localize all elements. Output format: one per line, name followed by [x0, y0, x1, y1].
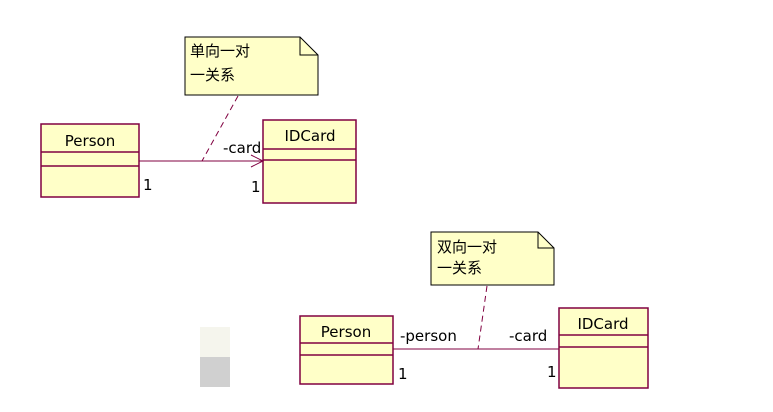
note-unidirectional[interactable]: 单向一对 一关系 [184, 36, 319, 96]
multiplicity-idcard: 1 [251, 178, 261, 196]
multiplicity-person: 1 [398, 365, 408, 383]
class-name: IDCard [577, 315, 628, 333]
class-name: Person [65, 132, 115, 150]
arrowhead-icon [250, 154, 265, 168]
note-bidirectional[interactable]: 双向一对 一关系 [430, 231, 555, 286]
note-line-1: 双向一对 [437, 238, 497, 256]
note-anchor-line [477, 285, 488, 350]
role-label-card: -card [509, 327, 547, 345]
class-idcard[interactable]: IDCard [558, 307, 649, 389]
note-line-1: 单向一对 [190, 42, 250, 60]
role-label-person: -person [400, 327, 457, 345]
decorative-block [200, 357, 230, 387]
class-person[interactable]: Person [40, 123, 140, 198]
note-line-2: 一关系 [190, 66, 235, 84]
class-name: IDCard [284, 127, 335, 145]
class-person[interactable]: Person [299, 315, 394, 385]
class-name: Person [321, 323, 371, 341]
note-anchor-line [201, 95, 239, 162]
class-idcard[interactable]: IDCard [262, 119, 357, 204]
multiplicity-idcard: 1 [547, 363, 557, 381]
multiplicity-person: 1 [143, 176, 153, 194]
decorative-block [200, 327, 230, 357]
note-line-2: 一关系 [437, 259, 482, 277]
association-unidirectional[interactable] [139, 154, 265, 168]
role-label-card: -card [223, 139, 261, 157]
